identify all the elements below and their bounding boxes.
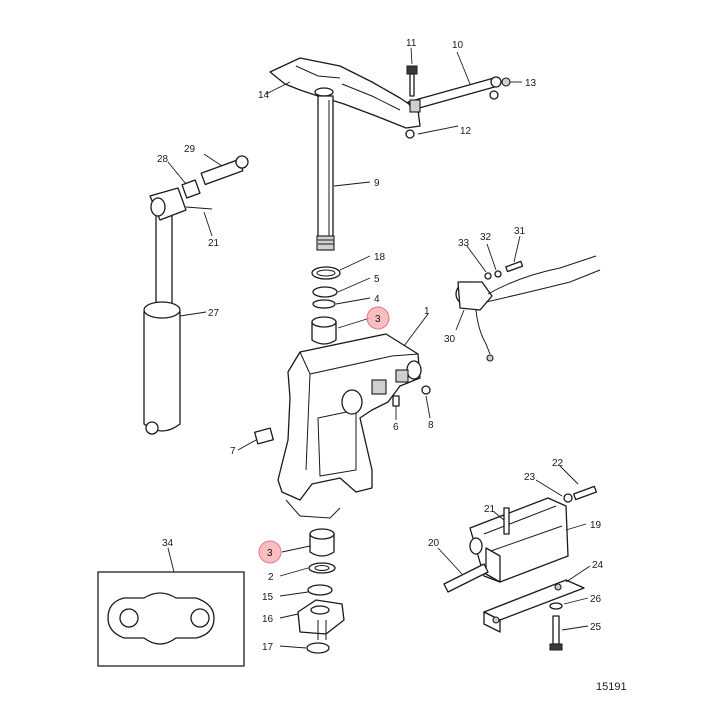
swivel-bracket xyxy=(277,333,422,519)
ring-17 xyxy=(306,642,330,654)
seal-15 xyxy=(307,584,333,596)
plate-24 xyxy=(483,579,585,633)
callout-14: 14 xyxy=(258,90,270,101)
callout-3-lower: 3 xyxy=(267,548,273,559)
callout-33: 33 xyxy=(458,238,470,249)
callout-21-right: 21 xyxy=(484,504,496,515)
callout-highlight-3-upper xyxy=(366,306,390,330)
screw-8 xyxy=(421,385,431,395)
bushing-3-upper xyxy=(311,316,337,345)
washer-12 xyxy=(405,129,415,139)
bushing-28 xyxy=(181,179,201,199)
washer-33 xyxy=(484,272,492,280)
bolt-11 xyxy=(406,65,418,97)
callout-20: 20 xyxy=(428,538,440,549)
pin-20 xyxy=(443,563,489,593)
callout-15: 15 xyxy=(262,592,274,603)
callout-31: 31 xyxy=(514,226,526,237)
gasket-34 xyxy=(97,571,245,667)
seal-5 xyxy=(312,286,338,298)
pin-29 xyxy=(200,155,249,186)
callout-32: 32 xyxy=(480,232,492,243)
bolt-22 xyxy=(572,485,598,501)
callout-highlight-3-lower xyxy=(258,540,282,564)
steering-shaft xyxy=(316,95,335,251)
washer-2 xyxy=(308,562,336,574)
washer-26 xyxy=(549,602,563,610)
callout-17: 17 xyxy=(262,642,274,653)
screw-31 xyxy=(505,260,524,273)
washer-23 xyxy=(563,493,573,503)
ring-4 xyxy=(312,299,336,309)
callout-24: 24 xyxy=(592,560,604,571)
steering-arm xyxy=(269,57,421,129)
callout-7: 7 xyxy=(230,446,236,457)
callout-30: 30 xyxy=(444,334,456,345)
link-rod xyxy=(407,76,502,113)
bushing-7 xyxy=(254,427,274,445)
callout-23: 23 xyxy=(524,472,536,483)
callout-28: 28 xyxy=(157,154,169,165)
callout-4: 4 xyxy=(374,294,380,305)
callout-11: 11 xyxy=(406,38,417,49)
stud-21 xyxy=(503,507,510,535)
callout-21-left: 21 xyxy=(208,238,220,249)
callout-27: 27 xyxy=(208,308,220,319)
leader-lines xyxy=(167,47,591,649)
trim-bracket-19 xyxy=(469,497,569,583)
callout-25: 25 xyxy=(590,622,602,633)
callout-8: 8 xyxy=(428,420,434,431)
trim-sender xyxy=(455,255,601,362)
yoke-16 xyxy=(297,599,345,640)
washer-18 xyxy=(311,266,341,280)
callout-19: 19 xyxy=(590,520,602,531)
callout-12: 12 xyxy=(460,126,472,137)
callout-22: 22 xyxy=(552,458,564,469)
cotter-21 xyxy=(185,206,213,210)
pin-6 xyxy=(392,395,400,407)
callout-29: 29 xyxy=(184,144,196,155)
trim-cylinder xyxy=(143,187,187,435)
callout-34: 34 xyxy=(162,538,174,549)
callout-6: 6 xyxy=(393,422,399,433)
callout-16: 16 xyxy=(262,614,274,625)
callout-18: 18 xyxy=(374,252,386,263)
callout-26: 26 xyxy=(590,594,602,605)
bolt-25 xyxy=(549,615,563,651)
bushing-3-lower xyxy=(309,528,335,557)
callout-3-upper: 3 xyxy=(375,314,381,325)
washer-32 xyxy=(494,270,502,278)
callout-2: 2 xyxy=(268,572,274,583)
callout-9: 9 xyxy=(374,178,380,189)
callout-10: 10 xyxy=(452,40,464,51)
callout-13: 13 xyxy=(525,78,537,89)
figure-number: 15191 xyxy=(596,681,627,693)
callout-1: 1 xyxy=(424,306,430,317)
callout-5: 5 xyxy=(374,274,380,285)
